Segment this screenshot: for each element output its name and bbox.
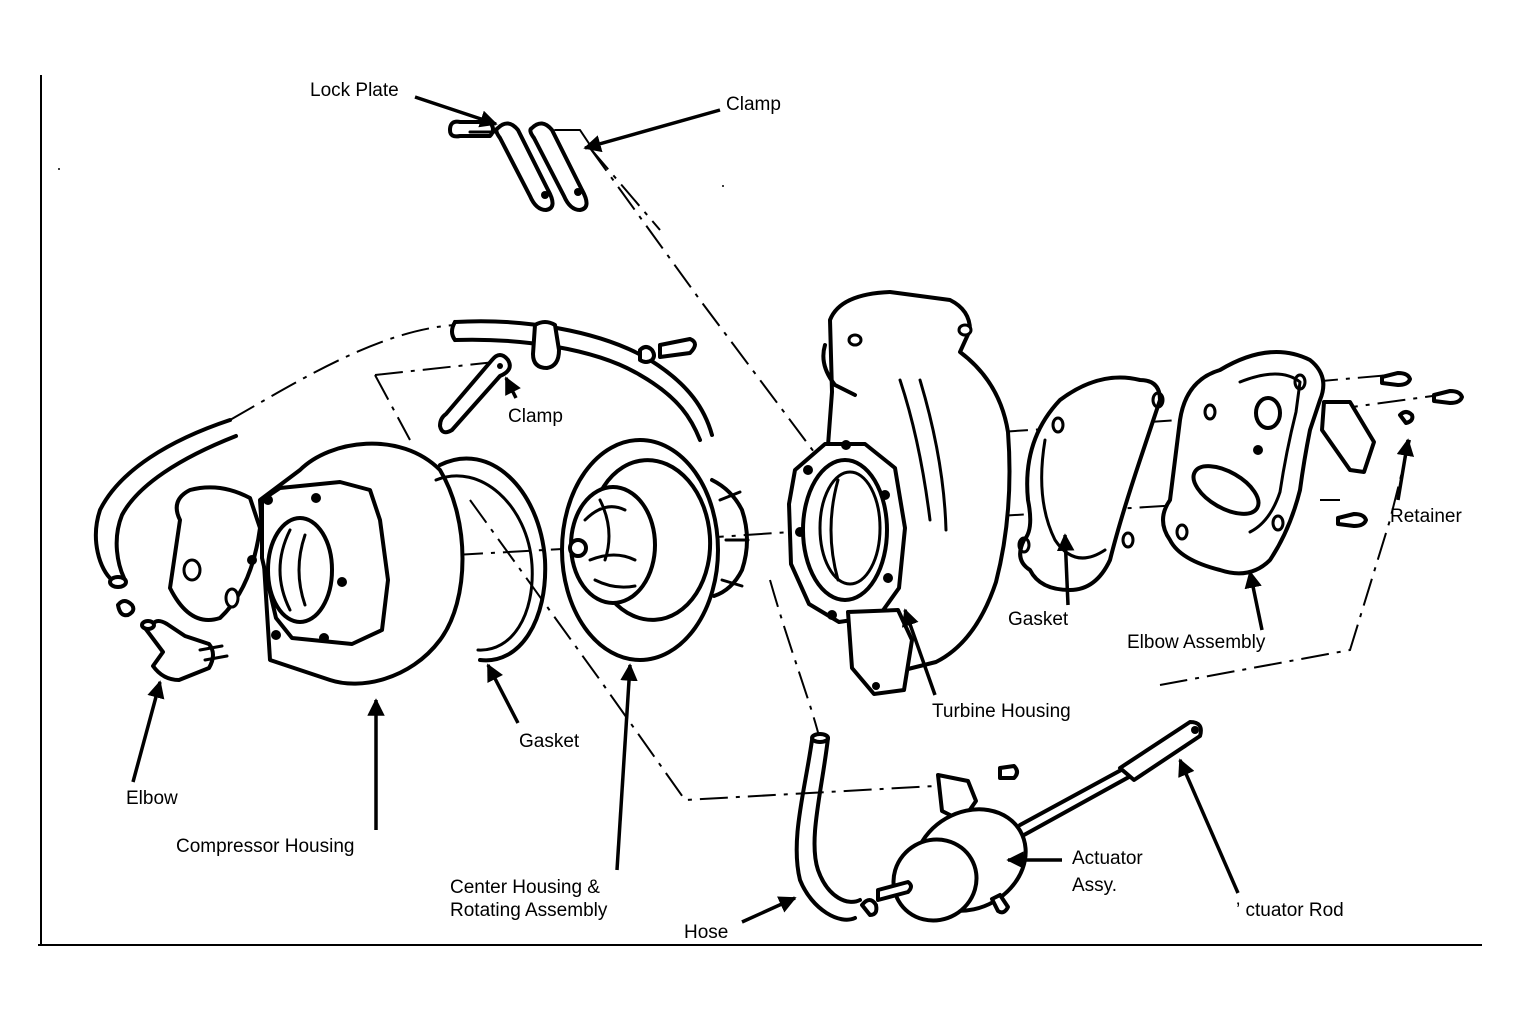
clamp-mid-part (438, 353, 512, 435)
label-retainer: Retainer (1390, 506, 1462, 527)
label-hose: Hose (684, 922, 728, 943)
leader-elbow (131, 680, 165, 783)
label-gasket-right: Gasket (1008, 609, 1069, 630)
leader-arrows (131, 95, 1415, 924)
gasket-left-part (434, 456, 548, 663)
leader-clamp-top (583, 108, 721, 153)
part-labels: Lock Plate Clamp Clamp Retainer Gasket E… (126, 80, 1462, 943)
leader-center-housing (615, 663, 638, 871)
label-elbow: Elbow (126, 788, 178, 809)
label-gasket-left: Gasket (519, 731, 580, 752)
retainer-and-bolts-part (1336, 371, 1464, 528)
compressor-housing-part (168, 441, 465, 686)
leader-retainer (1396, 438, 1415, 501)
label-center-housing-line2: Rotating Assembly (450, 900, 608, 921)
leader-actuator-rod (1178, 758, 1240, 894)
label-center-housing-line1: Center Housing & (450, 877, 600, 898)
clamp-top-part (528, 121, 593, 212)
label-actuator-assy-line1: Actuator (1072, 848, 1143, 869)
alignment-lines (229, 147, 1441, 802)
leader-hose (741, 896, 797, 924)
leader-gasket-left (486, 663, 520, 724)
leader-clamp-mid (504, 376, 521, 399)
leader-lock-plate (414, 95, 498, 128)
stray-dot (722, 185, 724, 187)
label-elbow-assembly: Elbow Assembly (1127, 632, 1266, 653)
turbine-housing-part (787, 290, 1012, 696)
leader-turbine-housing (901, 608, 937, 696)
elbow-part (140, 619, 229, 682)
label-compressor-housing: Compressor Housing (176, 836, 354, 857)
label-clamp-top: Clamp (726, 94, 781, 115)
lower-hose-part (794, 732, 862, 922)
center-housing-part (560, 438, 750, 662)
leader-elbow-assembly (1244, 570, 1264, 631)
actuator-part (860, 720, 1203, 923)
label-actuator-assy-line2: Assy. (1072, 875, 1117, 896)
elbow-assembly-part (1161, 350, 1376, 576)
stray-dot (58, 168, 60, 170)
left-hose-part (94, 418, 238, 618)
label-lock-plate: Lock Plate (310, 80, 399, 101)
label-clamp-mid: Clamp (508, 406, 563, 427)
label-actuator-rod: ’ ctuator Rod (1236, 900, 1344, 921)
upper-hose-part (450, 319, 714, 442)
gasket-right-part (1017, 375, 1165, 592)
leader-gasket-right (1056, 533, 1075, 606)
label-turbine-housing: Turbine Housing (932, 701, 1071, 722)
